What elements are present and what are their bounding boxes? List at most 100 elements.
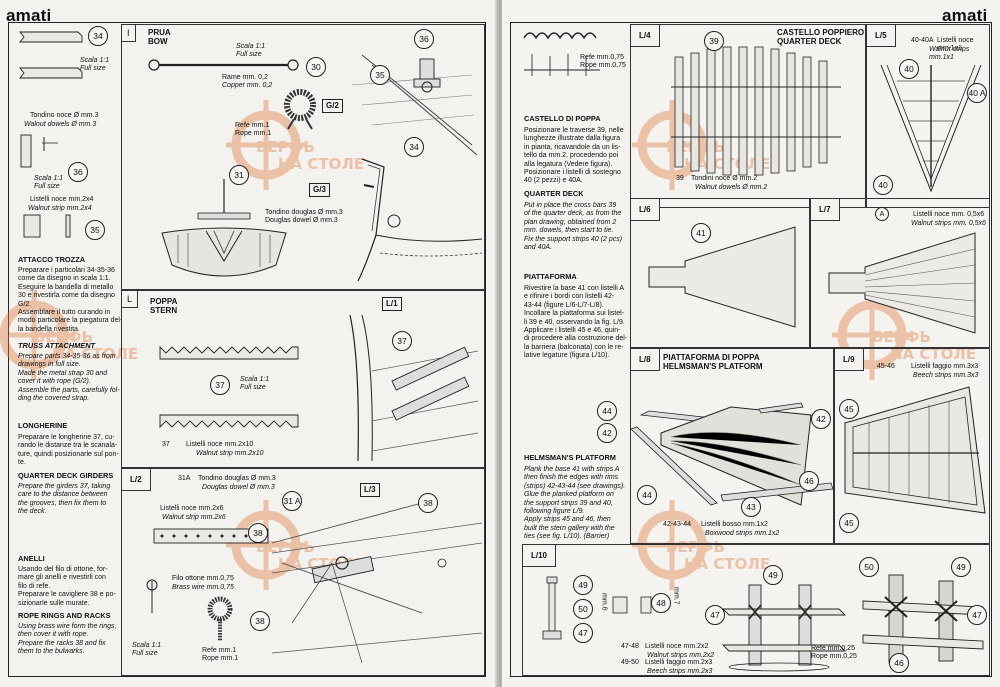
part-35-drawing [23, 214, 71, 238]
part-34-drawing [19, 31, 83, 79]
l1-label: L/1 [382, 297, 402, 312]
panel-tag-L4: L/4 [631, 25, 660, 47]
l3-label: L/3 [360, 483, 380, 498]
prua-title: PRUA BOW [148, 28, 171, 46]
part-36-drawing [20, 134, 58, 168]
rack-install-drawing [271, 502, 483, 664]
prua-refe: Refe mm.1 Rope mm.1 [235, 122, 272, 138]
right-page-frame [510, 22, 992, 677]
left-page-frame [8, 22, 486, 677]
callout-35: 35 [85, 220, 105, 240]
walnut-dowel-label: Walnut dowels Ø mm.3 [24, 121, 97, 128]
rope-ring-icon [207, 596, 233, 641]
poppa-scale: Scala 1:1 Full size [240, 376, 270, 392]
callout-42: 42 [811, 409, 831, 429]
l10-p4748: 47-48 [621, 643, 639, 650]
planked-base-drawing [828, 232, 976, 334]
attacco-text: Preparare i particolari 34-35-36 come da… [18, 267, 123, 333]
page-gutter [495, 0, 505, 687]
callout-44-b: 44 [637, 485, 657, 505]
barrier-assembly-drawing [721, 584, 847, 672]
l10-beech: Beech strips mm.2x3 [647, 668, 713, 675]
l2-scale: Scala 1:1 Full size [132, 642, 162, 658]
rope-text: Using brass wire form the rings, then co… [18, 623, 117, 656]
cross-bars-drawing [671, 46, 841, 176]
panel-tag-L10: L/10 [523, 545, 557, 567]
longherine-heading: LONGHERINE [18, 421, 68, 430]
anelli-heading: ANELLI [18, 554, 45, 563]
brand-logo-left: amati [6, 6, 52, 25]
panel-l2: L/2 31A Tondino douglas Ø mm.3 Douglas d… [121, 468, 485, 676]
panel-tag-L: L [122, 291, 139, 308]
prua-tondino: Tondino douglas Ø mm.3 Douglas dowel Ø m… [265, 209, 343, 225]
callout-48: 48 [651, 593, 671, 613]
qd-heading: QUARTER DECK [524, 189, 584, 198]
callout-40-b: 40 [873, 175, 893, 195]
panel-l10: L/10 49 50 47 mm.6 48 mm.7 47-48 Listell… [522, 544, 990, 676]
stern-girders-drawing [349, 314, 479, 462]
panel-tag-L6: L/6 [631, 199, 660, 221]
platform-fit-drawing [844, 386, 986, 514]
callout-31a: 31 A [282, 491, 302, 511]
brand-logo-right: amati [942, 6, 988, 25]
scale-36: Scala 1:1 Full size [34, 175, 64, 191]
l5-parts: 40-40A [911, 37, 934, 44]
callout-35-bow: 35 [370, 65, 390, 85]
l2-walnut: Walnut strip mm.2x6 [162, 514, 226, 521]
callout-a: A [875, 207, 889, 221]
panel-l8: L/8 PIATTAFORMA DI POPPA HELMSMAN'S PLAT… [597, 348, 834, 544]
g2-label: G/2 [322, 99, 343, 114]
castello-poppiero-title: CASTELLO POPPIERO QUARTER DECK [777, 28, 865, 46]
panel-poppa: L POPPA STERN L/1 37 Scala 1:1 Full size… [121, 290, 485, 468]
base-41-drawing [648, 226, 796, 328]
truss-text: Prepare parts 34-35-36 as from drawings … [18, 353, 120, 403]
callout-47-b: 47 [705, 605, 725, 625]
callout-38-c: 38 [250, 611, 270, 631]
panel-tag-I: I [122, 25, 136, 42]
rack-38-drawing [153, 528, 269, 544]
l8-title: PIATTAFORMA DI POPPA HELMSMAN'S PLATFORM [663, 353, 763, 371]
panel-tag-L5: L/5 [867, 25, 896, 47]
l8-boxwood: Boxwood strips mm.1x2 [705, 530, 780, 537]
girders-heading: QUARTER DECK GIRDERS [18, 471, 114, 480]
piatt-heading: PIATTAFORMA [524, 272, 577, 281]
callout-44: 44 [597, 401, 617, 421]
panel-l7: L/7 A Listelli noce mm. 0,5x6 Walnut str… [810, 198, 990, 348]
callout-36: 36 [68, 162, 88, 182]
l4-part: 39 [676, 175, 684, 182]
bow-side-drawing [357, 158, 483, 282]
l9-parts: 45-46 [877, 363, 895, 370]
callout-31: 31 [229, 165, 249, 185]
callout-41: 41 [691, 223, 711, 243]
l7-listelli: Listelli noce mm. 0,5x6 [913, 211, 985, 218]
callout-30: 30 [306, 57, 326, 77]
left-page: amati ВЕРФЬ НА СТОЛЕ ВЕРФЬ НА СТОЛЕ [0, 0, 498, 687]
callout-34: 34 [88, 26, 108, 46]
part-30-strap [148, 59, 299, 71]
callout-37: 37 [210, 375, 230, 395]
panel-tag-L9: L/9 [835, 349, 864, 371]
panel-tag-L2: L/2 [122, 469, 151, 491]
girder-37-drawing [159, 345, 299, 429]
rope-tie-drawing [523, 32, 600, 76]
l10-listelli-noce: Listelli noce mm.2x2 [645, 643, 709, 650]
attacco-heading: ATTACCO TROZZA [18, 255, 86, 264]
callout-49-b: 49 [763, 565, 783, 585]
g3-label: G/3 [309, 183, 330, 198]
callout-49: 49 [573, 575, 593, 595]
l8-parts: 42-43-44 [663, 521, 692, 528]
l2-douglas: Douglas dowel Ø mm.3 [202, 484, 275, 491]
piatt-text: Rivestire la base 41 con listelli A e ri… [524, 285, 628, 360]
callout-37-stern: 37 [392, 331, 412, 351]
l9-listelli: Listelli faggio mm.3x3 [911, 363, 979, 370]
poppa-part: 37 [162, 441, 170, 448]
callout-50: 50 [573, 599, 593, 619]
panel-tag-L8: L/8 [631, 349, 660, 371]
callout-40a: 40 A [967, 83, 987, 103]
callout-38: 38 [248, 523, 268, 543]
copper-label: Copper mm. 0,2 [222, 82, 273, 89]
scale-34: Scala 1:1 Full size [80, 57, 110, 73]
qd-text: Put in place the cross bars 39 of the qu… [524, 202, 623, 252]
callout-49-c: 49 [951, 557, 971, 577]
bow-section-drawing [161, 179, 287, 277]
